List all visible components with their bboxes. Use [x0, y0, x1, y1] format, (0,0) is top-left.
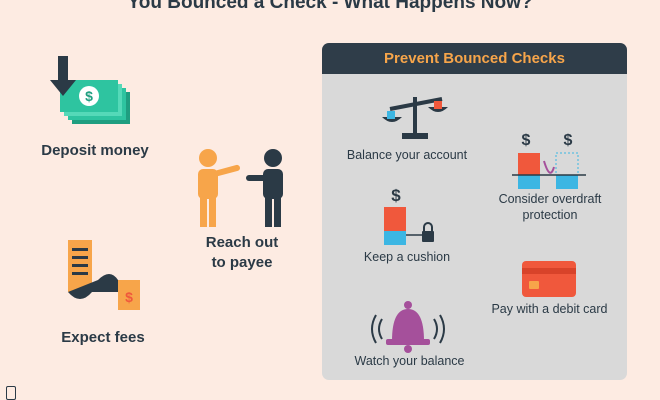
money-dollar-sign: $	[85, 88, 93, 104]
keep-cushion-label: Keep a cushion	[363, 250, 451, 264]
overdraft-dollar-left: $	[522, 132, 531, 149]
deposit-money-label: Deposit money	[41, 142, 149, 159]
expect-fees-label: Expect fees	[61, 329, 145, 346]
money-deposit-icon: $	[50, 56, 130, 124]
balance-account-label: Balance your account	[346, 148, 468, 162]
balance-scale-icon	[382, 97, 448, 139]
overdraft-chart-icon: $ $	[512, 132, 586, 189]
bell-icon	[371, 301, 445, 353]
reach-out-label-line1: Reach out	[205, 234, 279, 251]
fees-dollar-sign: $	[125, 289, 133, 305]
cushion-dollar-sign: $	[391, 186, 401, 205]
overdraft-dollar-right: $	[564, 132, 573, 149]
watch-balance-label: Watch your balance	[354, 354, 465, 368]
page-title: You Bounced a Check - What Happens Now?	[127, 0, 533, 13]
prevent-panel: Prevent Bounced Checks Balance your acco…	[322, 43, 627, 380]
panel-header: Prevent Bounced Checks	[322, 43, 627, 74]
overdraft-label-line2: protection	[522, 208, 578, 222]
receipt-fees-icon: $	[68, 240, 140, 310]
debit-card-label: Pay with a debit card	[491, 302, 608, 316]
debit-card-icon	[522, 261, 576, 297]
cushion-icon: $	[384, 186, 434, 245]
brand-logo-icon	[6, 386, 16, 400]
two-people-icon	[198, 149, 283, 227]
reach-out-label-line2: to payee	[211, 254, 273, 271]
overdraft-label-line1: Consider overdraft	[498, 192, 602, 206]
